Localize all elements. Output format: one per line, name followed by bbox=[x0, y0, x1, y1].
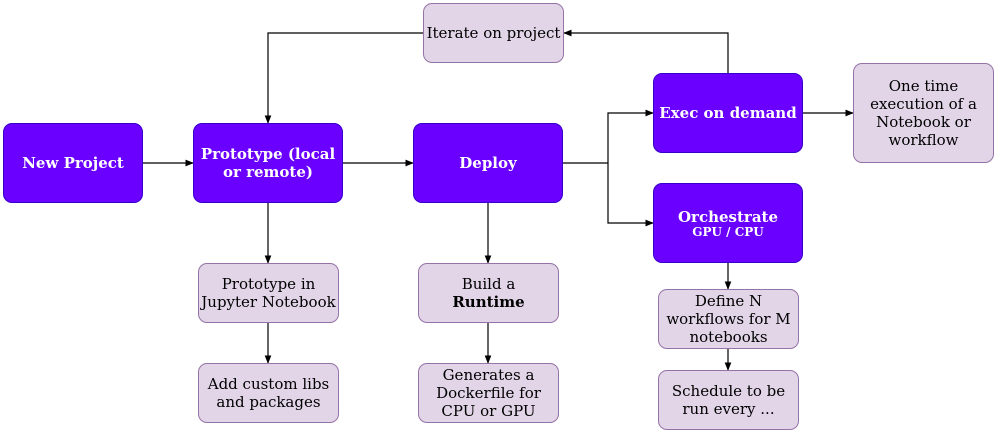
node-prototype-line2: or remote) bbox=[222, 163, 314, 181]
arrow-deploy-to-exec bbox=[563, 109, 654, 164]
node-exec-on-demand: Exec on demand bbox=[653, 73, 803, 153]
node-custom-libs-line2: and packages bbox=[216, 393, 321, 411]
node-dockerfile-line3: CPU or GPU bbox=[441, 402, 536, 420]
node-iterate-label: Iterate on project bbox=[426, 24, 561, 42]
node-orchestrate-title: Orchestrate bbox=[677, 207, 779, 226]
node-one-time-line3: Notebook or bbox=[876, 113, 971, 131]
node-dockerfile-line1: Generates a bbox=[442, 366, 535, 384]
node-define-workflows-line3: notebooks bbox=[689, 328, 768, 346]
node-build-runtime: Build a Runtime bbox=[418, 263, 559, 323]
node-define-workflows-line2: workflows for M bbox=[666, 310, 791, 328]
node-prototype-line1: Prototype (local bbox=[200, 145, 336, 163]
node-dockerfile-line2: Dockerfile for bbox=[436, 384, 541, 402]
node-prototype-jupyter: Prototype in Jupyter Notebook bbox=[198, 263, 339, 323]
node-exec-on-demand-label: Exec on demand bbox=[659, 104, 797, 122]
node-build-runtime-line2: Runtime bbox=[452, 293, 525, 311]
node-custom-libs-line1: Add custom libs bbox=[207, 375, 330, 393]
node-dockerfile: Generates a Dockerfile for CPU or GPU bbox=[418, 363, 559, 423]
node-one-time: One time execution of a Notebook or work… bbox=[853, 63, 994, 163]
node-one-time-line1: One time bbox=[888, 77, 959, 95]
node-new-project: New Project bbox=[3, 123, 143, 203]
node-deploy-label: Deploy bbox=[459, 154, 517, 172]
arrow-exec-to-iterate bbox=[563, 29, 729, 73]
node-new-project-label: New Project bbox=[22, 154, 124, 172]
node-schedule: Schedule to be run every ... bbox=[658, 370, 799, 430]
node-define-workflows: Define N workflows for M notebooks bbox=[658, 289, 799, 349]
node-one-time-line2: execution of a bbox=[870, 95, 977, 113]
node-prototype-jupyter-line2: Jupyter Notebook bbox=[201, 293, 336, 311]
node-prototype-jupyter-line1: Prototype in bbox=[221, 275, 316, 293]
node-iterate: Iterate on project bbox=[423, 3, 564, 63]
node-prototype: Prototype (local or remote) bbox=[193, 123, 343, 203]
node-orchestrate: Orchestrate GPU / CPU bbox=[653, 183, 803, 263]
node-one-time-line4: workflow bbox=[888, 131, 959, 149]
arrow-iterate-to-prototype bbox=[264, 32, 423, 124]
node-deploy: Deploy bbox=[413, 123, 563, 203]
node-schedule-line2: run every ... bbox=[682, 400, 775, 418]
node-build-runtime-line1: Build a bbox=[461, 275, 516, 293]
node-orchestrate-sub: GPU / CPU bbox=[692, 224, 764, 239]
node-define-workflows-line1: Define N bbox=[694, 292, 763, 310]
node-custom-libs: Add custom libs and packages bbox=[198, 363, 339, 423]
arrow-deploy-to-orchestrate bbox=[607, 163, 654, 227]
node-schedule-line1: Schedule to be bbox=[671, 382, 786, 400]
